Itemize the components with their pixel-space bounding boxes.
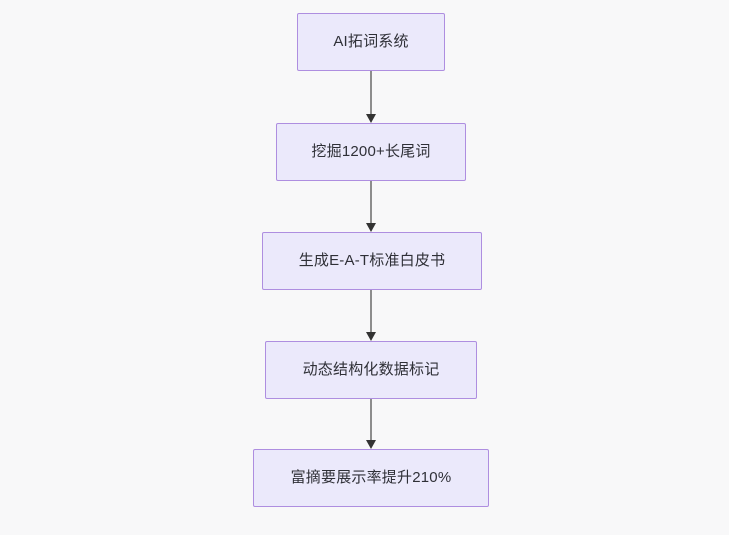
flow-node-label: AI拓词系统	[333, 33, 409, 50]
flow-node-rich-snippet-result[interactable]: 富摘要展示率提升210%	[253, 449, 489, 507]
connector-line	[370, 399, 372, 441]
arrow-down-icon	[366, 223, 376, 232]
flow-node-label: 动态结构化数据标记	[302, 361, 440, 378]
arrow-down-icon	[366, 332, 376, 341]
flow-connector-n2-n3	[364, 290, 378, 341]
flow-node-structured-data-markup[interactable]: 动态结构化数据标记	[265, 341, 477, 399]
flow-node-label: 挖掘1200+长尾词	[311, 143, 431, 160]
flow-node-label: 生成E-A-T标准白皮书	[298, 252, 446, 269]
flow-connector-n1-n2	[364, 181, 378, 232]
flow-node-eat-whitepaper[interactable]: 生成E-A-T标准白皮书	[262, 232, 482, 290]
flow-node-label: 富摘要展示率提升210%	[290, 469, 452, 486]
arrow-down-icon	[366, 440, 376, 449]
flow-connector-n0-n1	[364, 71, 378, 123]
flow-node-longtail-keywords[interactable]: 挖掘1200+长尾词	[276, 123, 466, 181]
arrow-down-icon	[366, 114, 376, 123]
flow-connector-n3-n4	[364, 399, 378, 449]
flow-node-ai-keyword-system[interactable]: AI拓词系统	[297, 13, 445, 71]
connector-line	[370, 181, 372, 224]
connector-line	[370, 290, 372, 333]
connector-line	[370, 71, 372, 115]
